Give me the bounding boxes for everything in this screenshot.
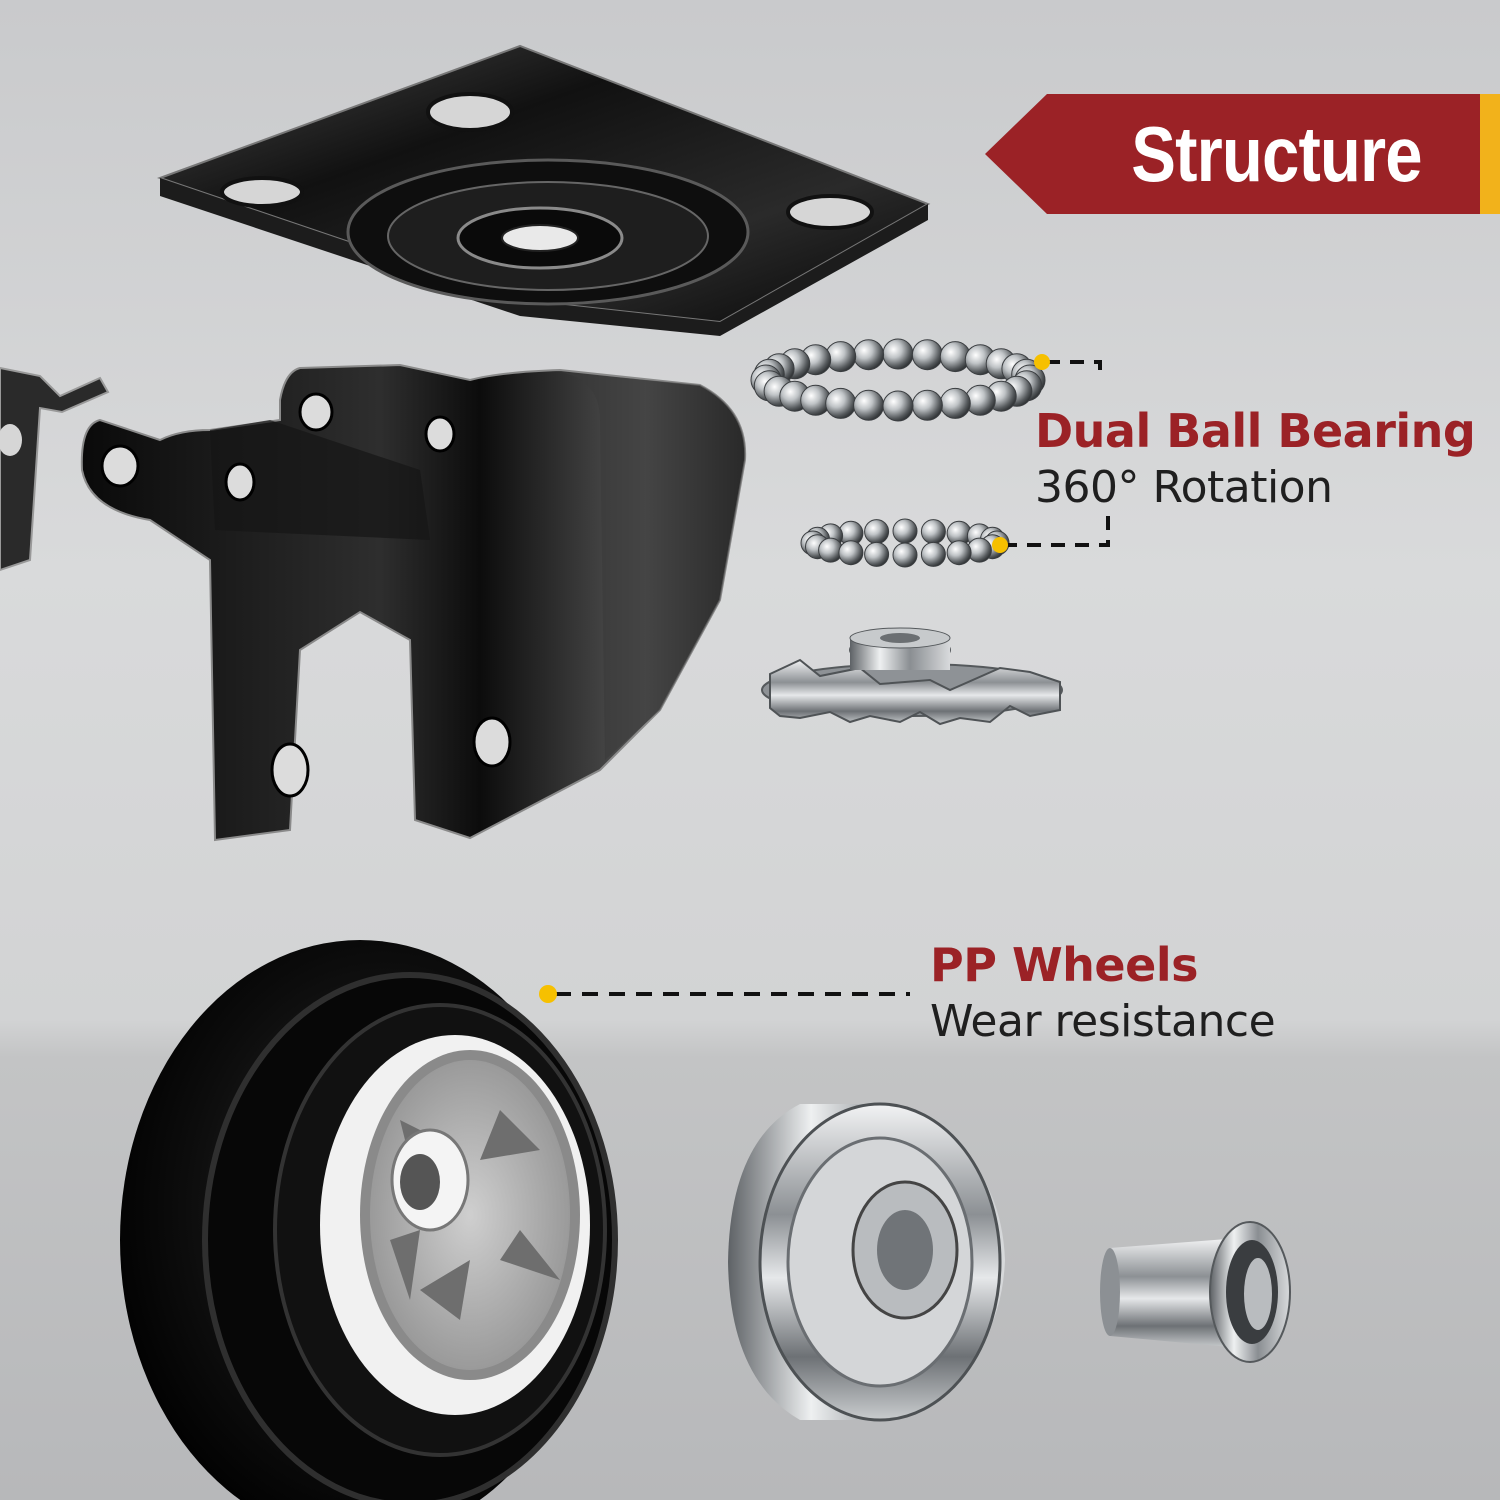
- steel-ball: [911, 339, 943, 371]
- steel-ball: [920, 541, 946, 567]
- wheel: [120, 940, 618, 1500]
- bearing-marker-dot: [1034, 354, 1050, 370]
- wheels-marker-dot: [539, 985, 557, 1003]
- steel-ball: [838, 540, 864, 566]
- wheels-callout-title: PP Wheels: [930, 938, 1198, 992]
- steel-ball: [939, 387, 971, 419]
- wheels-callout-subtitle: Wear resistance: [930, 996, 1276, 1047]
- steel-ball: [946, 540, 972, 566]
- bearing-callout-title: Dual Ball Bearing: [1035, 404, 1476, 458]
- steel-ball: [911, 389, 943, 421]
- structure-banner: Structure: [985, 94, 1500, 214]
- steel-ball: [853, 339, 885, 371]
- steel-ball: [882, 338, 914, 370]
- steel-ball: [864, 519, 890, 545]
- steel-ball: [892, 518, 918, 544]
- upper-ball-ring: [750, 338, 1046, 422]
- steel-ball: [825, 387, 857, 419]
- gear-retainer: [761, 627, 1063, 726]
- side-bracket-fragment: [0, 366, 110, 572]
- lower-ball-ring: [800, 518, 1010, 568]
- steel-ball: [853, 389, 885, 421]
- axle-bushing: [1100, 1221, 1291, 1363]
- fork-bracket: [80, 363, 747, 842]
- steel-ball: [882, 390, 914, 422]
- banner-title: Structure: [1131, 110, 1423, 198]
- steel-ball: [892, 542, 918, 568]
- bearing-leader-lines: [1000, 360, 1110, 547]
- lower-bearing-marker-dot: [992, 537, 1008, 553]
- steel-ball: [864, 541, 890, 567]
- axle-bearing: [728, 1102, 1005, 1422]
- top-plate: [156, 44, 931, 336]
- wheels-callout: PP Wheels Wear resistance: [930, 938, 1276, 1047]
- steel-ball: [920, 519, 946, 545]
- banner-arrow-shape: [985, 94, 1500, 214]
- bearing-callout-subtitle: 360° Rotation: [1035, 462, 1333, 513]
- bearing-callout: Dual Ball Bearing 360° Rotation: [1035, 404, 1476, 513]
